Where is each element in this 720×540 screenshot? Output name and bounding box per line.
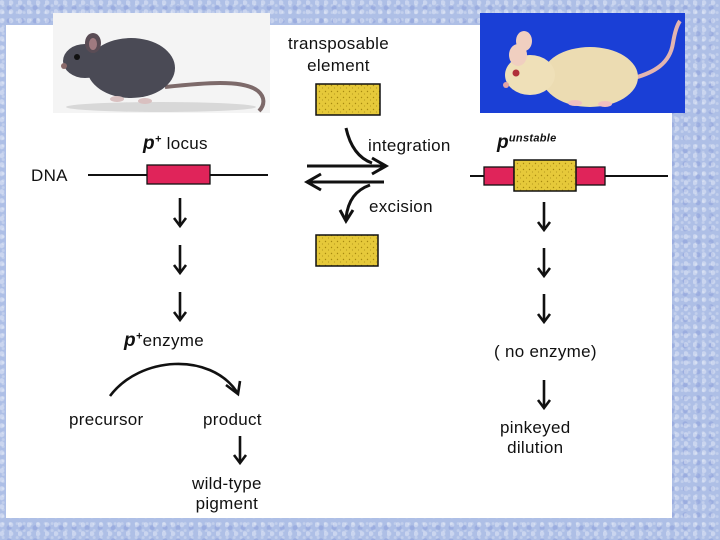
wild-type-pigment-label: wild-type pigment	[192, 474, 262, 513]
product-down-arrow	[232, 436, 248, 466]
p-unstable-label: punstable	[497, 132, 557, 154]
p-unstable-sup: unstable	[508, 132, 557, 145]
left-down-arrows	[172, 198, 188, 323]
excision-arrow	[303, 172, 384, 224]
pinkeyed-dilution-mouse-photo	[480, 13, 685, 113]
p-enzyme-label: p+enzyme	[124, 330, 204, 352]
product-label: product	[203, 410, 262, 429]
no-enzyme-label: ( no enzyme)	[494, 342, 597, 361]
p-enzyme-text: enzyme	[142, 331, 204, 350]
integration-label: integration	[368, 136, 451, 155]
transposable-element-label: transposable element	[288, 34, 389, 75]
integration-arrow	[307, 127, 390, 176]
p-locus-sup: +	[154, 133, 162, 146]
right-down-arrows	[536, 202, 552, 411]
dna-label: DNA	[31, 166, 68, 185]
p-locus-text: locus	[161, 134, 208, 153]
p-unstable-left-part	[483, 166, 515, 186]
transposon-block-bottom	[315, 234, 379, 267]
p-unstable-symbol: p	[497, 132, 509, 153]
transposon-block-top	[315, 83, 381, 116]
pinkeyed-dilution-label: pinkeyed dilution	[500, 418, 571, 457]
wild-type-mouse-photo	[53, 13, 270, 113]
p-unstable-insert	[513, 159, 577, 192]
p-locus-label: p+ locus	[143, 133, 208, 155]
p-unstable-right-part	[574, 166, 606, 186]
precursor-label: precursor	[69, 410, 144, 429]
p-enzyme-sup: +	[135, 330, 143, 343]
reaction-curved-arrow	[108, 362, 242, 397]
excision-label: excision	[369, 197, 433, 216]
p-enzyme-symbol: p	[124, 330, 136, 351]
p-locus-block	[146, 164, 211, 185]
p-locus-symbol: p	[143, 133, 155, 154]
